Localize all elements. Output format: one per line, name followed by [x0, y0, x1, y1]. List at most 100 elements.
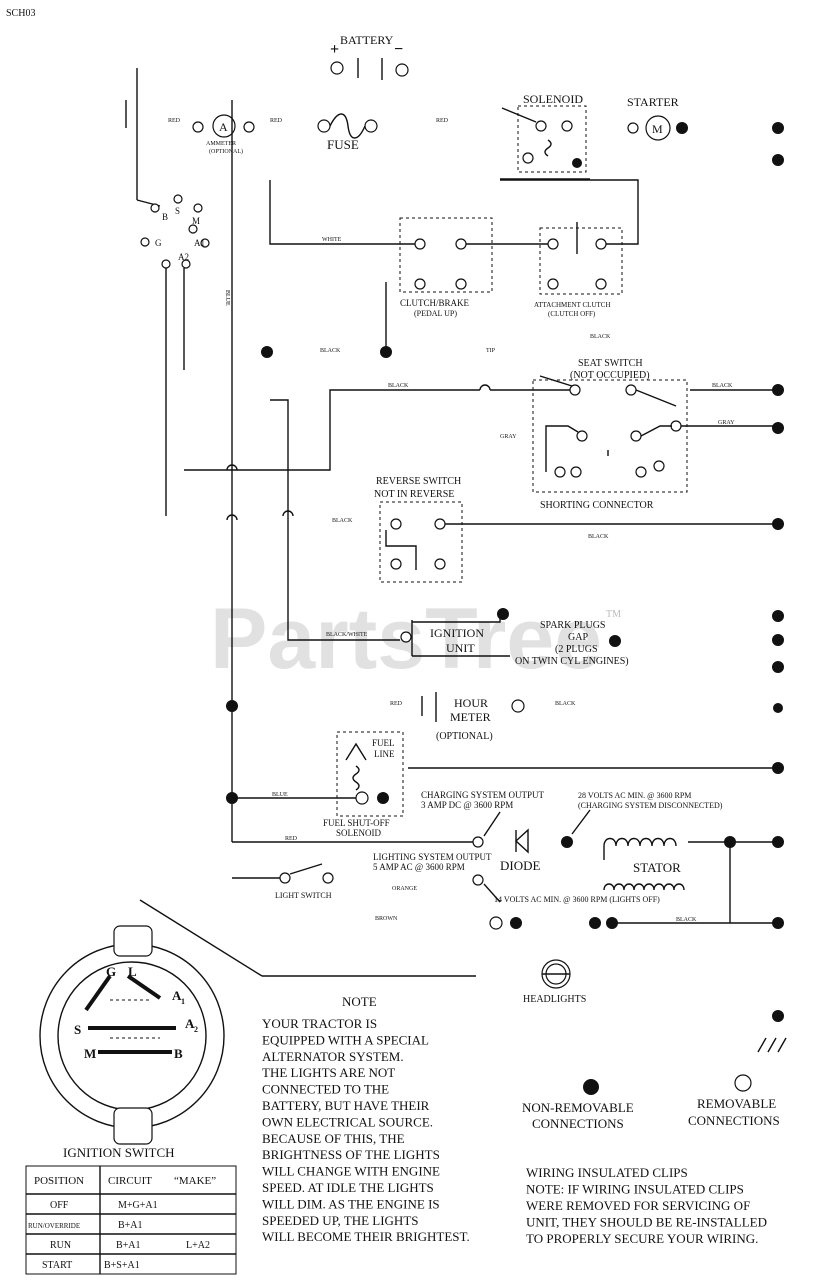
light-switch: LIGHT SWITCH [232, 863, 334, 900]
seat-switch-label: SEAT SWITCH [578, 358, 643, 369]
wire-black-white: BLACK/WHITE [326, 632, 368, 638]
note-line: THE LIGHTS ARE NOT [262, 1065, 395, 1080]
stator: STATOR [603, 836, 778, 923]
wire-black-4: BLACK [712, 383, 733, 389]
ignition-switch-title: IGNITION SWITCH [63, 1145, 175, 1160]
svg-text:A: A [172, 988, 182, 1003]
solenoid: SOLENOID [500, 92, 590, 180]
td-circuit: B+A1 [116, 1240, 141, 1251]
ignition-switch-face: G L A 1 A 2 S M B [39, 925, 225, 1145]
note-line: CONNECTED TO THE [262, 1082, 389, 1097]
headlights-label: HEADLIGHTS [523, 994, 586, 1005]
svg-text:B: B [174, 1046, 183, 1061]
battery-plus: + [330, 41, 339, 58]
ignition-switch-terminals: B S M G A1 A2 [140, 194, 210, 269]
svg-text:S: S [74, 1022, 81, 1037]
fuel-line-label: FUEL [372, 738, 395, 748]
ignition-table: POSITION CIRCUIT “MAKE” OFF M+G+A1 RUN/O… [25, 1165, 237, 1275]
wire-red-lower: RED [285, 836, 298, 842]
starter: STARTER M [627, 95, 688, 141]
spark-plugs: SPARK PLUGS GAP (2 PLUGS ON TWIN CYL ENG… [515, 620, 629, 667]
battery-minus: − [394, 41, 403, 58]
svg-text:L: L [128, 964, 137, 979]
note-line: WILL CHANGE WITH ENGINE [262, 1164, 440, 1179]
attachment-clutch-switch: ATTACHMENT CLUTCH (CLUTCH OFF) [534, 222, 623, 318]
ignition-unit-label: IGNITION [430, 626, 484, 640]
wire-black-2: BLACK [320, 348, 341, 354]
svg-text:B: B [162, 212, 168, 222]
ammeter-optional: (OPTIONAL) [209, 148, 243, 155]
clips-line: UNIT, THEY SHOULD BE RE-INSTALLED [526, 1215, 767, 1230]
td-position: RUN/OVERRIDE [28, 1222, 80, 1230]
note-line: OWN ELECTRICAL SOURCE. [262, 1114, 433, 1129]
note-line: WILL BECOME THEIR BRIGHTEST. [262, 1229, 470, 1244]
note-line: YOUR TRACTOR IS [262, 1016, 377, 1031]
svg-text:1: 1 [181, 997, 185, 1006]
hour-meter-sub: METER [450, 710, 491, 724]
svg-text:A: A [185, 1016, 195, 1031]
fuse-label: FUSE [327, 137, 359, 152]
th-position: POSITION [34, 1175, 84, 1187]
volts28-label: 28 VOLTS AC MIN. @ 3600 RPM [578, 791, 691, 800]
note-line: WILL DIM. AS THE ENGINE IS [262, 1196, 440, 1211]
seat-switch: SEAT SWITCH (NOT OCCUPIED) [532, 358, 688, 493]
attachment-clutch-label: ATTACHMENT CLUTCH [534, 301, 611, 309]
wire-black-6: BLACK [588, 534, 609, 540]
fuel-solenoid: FUEL LINE FUEL SHUT-OFF SOLENOID [323, 731, 404, 838]
battery-label: BATTERY [340, 33, 394, 47]
wire-blue-vertical: BLUE [224, 290, 230, 306]
th-circuit: CIRCUIT [108, 1175, 152, 1187]
ammeter-symbol: A [219, 120, 228, 134]
svg-text:G: G [155, 238, 162, 248]
wire-black-3: BLACK [388, 383, 409, 389]
wire-white: WHITE [322, 237, 342, 243]
diode: DIODE [500, 828, 540, 873]
svg-text:G: G [106, 964, 116, 979]
legend: NON-REMOVABLE CONNECTIONS REMOVABLE CONN… [522, 1074, 780, 1131]
spark-plugs-label: SPARK PLUGS [540, 620, 606, 631]
attachment-clutch-sub: (CLUTCH OFF) [548, 310, 596, 318]
starter-label: STARTER [627, 95, 679, 109]
svg-text:2: 2 [194, 1025, 198, 1034]
clips-line: WERE REMOVED FOR SERVICING OF [526, 1198, 750, 1213]
td-make: L+A2 [186, 1240, 210, 1251]
headlights: HEADLIGHTS [489, 916, 778, 1005]
clutch-brake-label: CLUTCH/BRAKE [400, 298, 470, 308]
wire-red-2: RED [270, 118, 283, 124]
clips-line: NOTE: IF WIRING INSULATED CLIPS [526, 1182, 744, 1197]
volts28-sub: (CHARGING SYSTEM DISCONNECTED) [578, 801, 723, 810]
lighting-output-label: LIGHTING SYSTEM OUTPUT [373, 852, 492, 862]
wire-gray-2: GRAY [500, 434, 517, 440]
light-switch-label: LIGHT SWITCH [275, 891, 332, 900]
fuel-solenoid-sub: SOLENOID [336, 828, 381, 838]
reverse-switch: REVERSE SWITCH NOT IN REVERSE [374, 476, 463, 583]
wire-red-1: RED [168, 118, 181, 124]
ammeter-label: AMMETER [206, 141, 236, 147]
wire-black-7: BLACK [555, 701, 576, 707]
note-line: BRIGHTNESS OF THE LIGHTS [262, 1147, 440, 1162]
battery: BATTERY + − [330, 33, 409, 80]
note-line: SPEEDED UP, THE LIGHTS [262, 1213, 419, 1228]
solenoid-label: SOLENOID [523, 92, 583, 106]
hour-meter-label: HOUR [454, 696, 488, 710]
seat-switch-sub: (NOT OCCUPIED) [570, 370, 650, 381]
svg-text:M: M [84, 1046, 96, 1061]
charging-output-label: CHARGING SYSTEM OUTPUT [421, 790, 545, 800]
note-line: SPEED. AT IDLE THE LIGHTS [262, 1180, 434, 1195]
wire-gray-1: GRAY [718, 420, 735, 426]
diode-label: DIODE [500, 858, 540, 873]
reverse-switch-sub: NOT IN REVERSE [374, 489, 454, 500]
spark-plugs-count: (2 PLUGS [555, 644, 598, 655]
ignition-unit: IGNITION UNIT [400, 608, 510, 657]
note-line: EQUIPPED WITH A SPECIAL [262, 1032, 429, 1047]
fuel-line-sub: LINE [374, 749, 395, 759]
shorting-connector-label: SHORTING CONNECTOR [540, 500, 654, 511]
td-position: OFF [50, 1200, 69, 1211]
fuel-solenoid-label: FUEL SHUT-OFF [323, 818, 390, 828]
lighting-output-sub: 5 AMP AC @ 3600 RPM [373, 862, 465, 872]
note-line: BATTERY, BUT HAVE THEIR [262, 1098, 430, 1113]
th-make: “MAKE” [174, 1175, 216, 1187]
wire-tip: TIP [486, 348, 496, 354]
volts14-label: 14 VOLTS AC MIN. @ 3600 RPM (LIGHTS OFF) [494, 895, 660, 904]
